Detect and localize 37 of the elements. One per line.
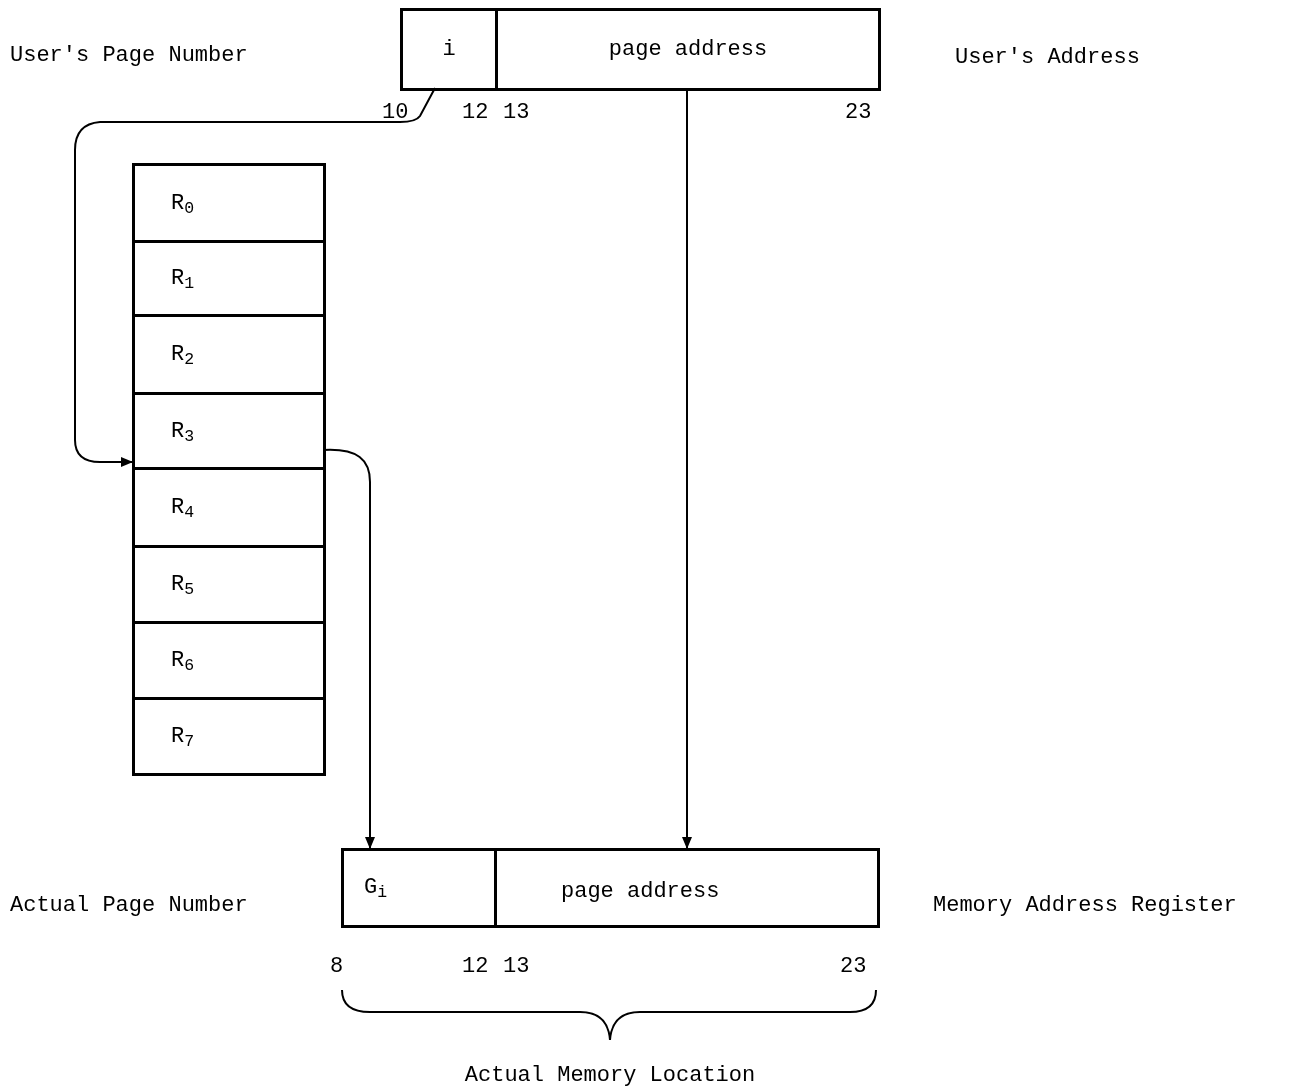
register-field	[341, 848, 497, 928]
bit-number: 13	[503, 98, 530, 127]
register-caption: Memory Address Register	[933, 891, 1237, 920]
register-field	[400, 8, 498, 91]
register-field	[132, 163, 326, 243]
register-field	[132, 697, 326, 776]
bit-number: 10	[382, 98, 409, 127]
field-label: R$_{1}$	[171, 265, 195, 295]
field-label: R$_{5}$	[171, 571, 195, 601]
register-field	[495, 8, 881, 91]
field-label: R$_{4}$	[171, 494, 195, 524]
register-field	[132, 621, 326, 700]
field-label: G$_{i}$	[364, 874, 388, 904]
bit-number: 12	[462, 952, 489, 981]
register-field	[132, 545, 326, 624]
register-caption: Actual Page Number	[10, 891, 248, 920]
field-label: page address	[608, 36, 768, 64]
brace-caption: Actual Memory Location	[464, 1061, 756, 1089]
field-label: R$_{2}$	[171, 341, 195, 371]
bit-number: 8	[330, 952, 344, 981]
bit-number: 23	[845, 98, 872, 127]
register-field	[132, 240, 326, 317]
field-label: R$_{3}$	[171, 417, 195, 448]
register-field	[132, 314, 326, 395]
register-caption: User's Address	[955, 43, 1140, 72]
bit-number: 13	[503, 952, 530, 981]
bit-number: 23	[840, 952, 867, 981]
register-caption: User's Page Number	[10, 41, 248, 70]
field-label: R$_{6}$	[171, 647, 195, 677]
field-label: i	[442, 36, 456, 64]
register-field	[132, 467, 326, 548]
bit-number: 12	[462, 98, 489, 127]
field-label: R$_{0}$	[171, 189, 195, 220]
field-label: R$_{7}$	[171, 723, 195, 753]
field-label: page address	[561, 878, 720, 906]
register-field	[132, 392, 326, 470]
register-field	[494, 848, 880, 928]
